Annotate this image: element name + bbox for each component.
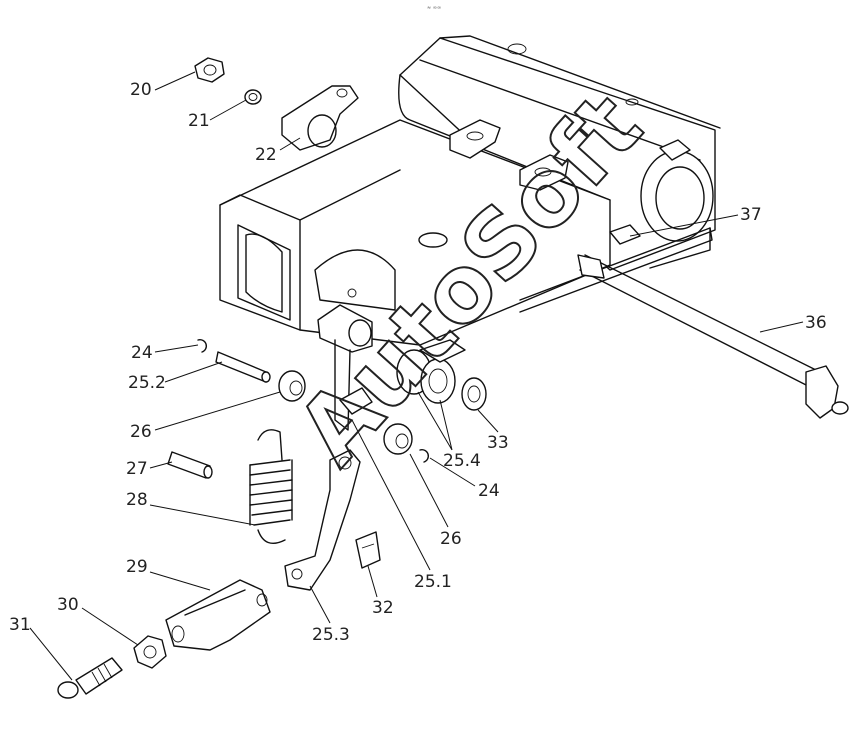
- clip-37: [609, 224, 641, 245]
- bracket-22: [281, 85, 359, 151]
- clip-32: [355, 531, 381, 569]
- bolt-31: [57, 657, 123, 699]
- callout-25-4: 25.4: [443, 451, 481, 471]
- shaft-36: [577, 254, 849, 419]
- main-housing: [219, 35, 721, 346]
- callout-25-2: 25.2: [128, 373, 166, 393]
- callout-26a: 26: [130, 422, 152, 442]
- callout-36: 36: [805, 313, 827, 333]
- spring-28: [249, 429, 293, 544]
- callout-24a: 24: [131, 343, 153, 363]
- callout-31: 31: [9, 615, 31, 635]
- lever-25-3: [284, 449, 361, 591]
- callout-30: 30: [57, 595, 79, 615]
- callout-labels: 20 21 22 37 36 24 25.2 26 27 28 29 30 31…: [9, 80, 827, 645]
- fork-29: [165, 579, 271, 651]
- callout-21: 21: [188, 111, 210, 131]
- leader-lines: [29, 71, 804, 681]
- callout-22: 22: [255, 145, 277, 165]
- washer-33: [461, 377, 487, 411]
- callout-29: 29: [126, 557, 148, 577]
- header-mark: ≈ ∞∞: [427, 5, 441, 11]
- callout-24b: 24: [478, 481, 500, 501]
- callout-32: 32: [372, 598, 394, 618]
- callout-28: 28: [126, 490, 148, 510]
- circlip-24b: [419, 448, 430, 463]
- lever-assembly: [317, 304, 466, 431]
- nut-20: [194, 57, 225, 83]
- pin-27: [167, 451, 213, 479]
- callout-27: 27: [126, 459, 148, 479]
- circlip-24a: [197, 338, 208, 353]
- callout-25-1: 25.1: [414, 572, 452, 592]
- callout-37: 37: [740, 205, 762, 225]
- nut-30: [133, 635, 167, 669]
- washer-21: [244, 89, 262, 105]
- callout-25-3: 25.3: [312, 625, 350, 645]
- pin-25-2: [215, 351, 271, 383]
- bushing-26b: [383, 423, 413, 455]
- callout-20: 20: [130, 80, 152, 100]
- callout-33: 33: [487, 433, 509, 453]
- bushing-26a: [278, 370, 306, 402]
- callout-26b: 26: [440, 529, 462, 549]
